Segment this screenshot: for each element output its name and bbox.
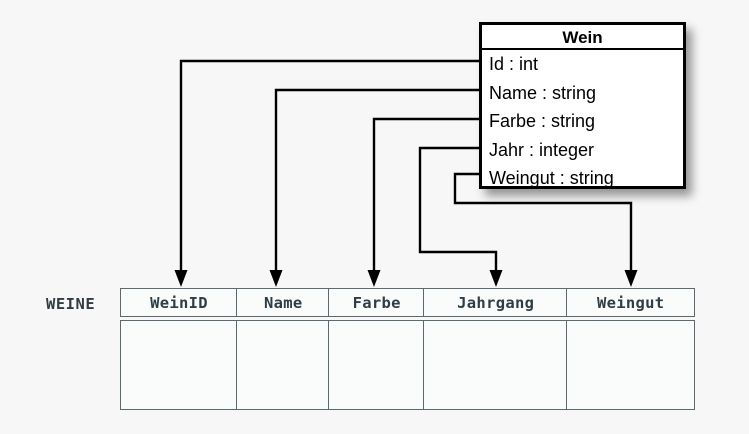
column-header-weinid[interactable]: WeinID xyxy=(120,288,238,317)
uml-attribute-farbe: Farbe : string xyxy=(489,111,596,131)
column-header-weingut[interactable]: Weingut xyxy=(566,288,695,317)
table-cell-jahrgang[interactable] xyxy=(423,320,568,410)
connector-id-to-weinid xyxy=(174,59,479,287)
relational-table: WeinID Name Farbe Jahrgang Weingut xyxy=(120,288,695,410)
connector-farbe-to-farbe xyxy=(367,117,479,287)
column-header-name[interactable]: Name xyxy=(236,288,330,317)
table-cell-weingut[interactable] xyxy=(566,320,695,410)
uml-class-box[interactable]: Wein Id : int Name : string Farbe : stri… xyxy=(479,22,686,189)
table-header-row: WeinID Name Farbe Jahrgang Weingut xyxy=(120,288,695,317)
uml-attribute-name: Name : string xyxy=(489,82,597,103)
uml-attribute-weingut: Weingut : string xyxy=(489,168,614,188)
column-header-farbe[interactable]: Farbe xyxy=(328,288,425,317)
uml-attribute-jahr: Jahr : integer xyxy=(489,139,595,160)
uml-attribute-list: Id : int Name : string Farbe : string Ja… xyxy=(482,50,683,193)
relation-name-label: WEINE xyxy=(46,295,96,313)
table-cell-name[interactable] xyxy=(236,320,330,410)
table-cell-weinid[interactable] xyxy=(120,320,238,410)
connector-name-to-name xyxy=(269,88,479,287)
uml-class-name: Wein xyxy=(482,25,683,50)
column-header-jahrgang[interactable]: Jahrgang xyxy=(423,288,568,317)
table-cell-farbe[interactable] xyxy=(328,320,425,410)
table-row xyxy=(120,320,695,410)
uml-attribute-id: Id : int xyxy=(489,54,539,74)
